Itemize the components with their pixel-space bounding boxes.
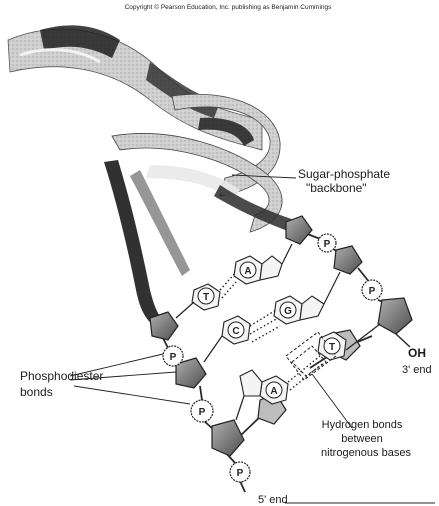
three-prime-end-label: 3' end [402, 364, 432, 376]
phosphate-1: P [318, 234, 336, 252]
sugar-4 [150, 312, 178, 340]
svg-text:P: P [237, 468, 244, 479]
bonds-label: bonds [20, 385, 53, 399]
sugar-6 [212, 420, 244, 456]
svg-text:P: P [170, 352, 177, 363]
sugar-2 [334, 246, 362, 274]
sugar-1 [286, 216, 312, 244]
base-c: C [228, 322, 244, 338]
sugar-phosphate-label: Sugar-phosphate [298, 167, 390, 181]
svg-text:T: T [329, 342, 335, 353]
phosphate-5: P [230, 462, 250, 482]
svg-text:G: G [284, 306, 292, 317]
svg-text:P: P [369, 286, 376, 297]
header-caption: Copyright © Pearson Education, Inc. publ… [125, 3, 333, 11]
phosphate-4: P [191, 400, 213, 422]
base-rings [192, 256, 346, 404]
svg-text:C: C [232, 326, 239, 337]
svg-text:T: T [203, 292, 209, 303]
phosphate-3: P [163, 346, 183, 366]
phosphate-2: P [362, 280, 382, 300]
phosphodiester-label: Phosphodiester [20, 369, 103, 383]
base-a-upper: A [240, 262, 256, 278]
base-t-upper: T [198, 288, 214, 304]
base-letters: A T G C T A [198, 262, 340, 398]
svg-text:P: P [324, 239, 331, 250]
base-g: G [280, 302, 296, 318]
base-t-lower: T [324, 338, 340, 354]
svg-text:A: A [244, 266, 251, 277]
five-prime-end-label: 5' end [258, 494, 288, 506]
between-label: between [341, 433, 383, 445]
nitrogenous-bases-label: nitrogenous bases [321, 447, 411, 459]
oh-label: OH [408, 346, 426, 360]
backbone-label: "backbone" [306, 181, 367, 195]
sugar-3 [378, 298, 412, 334]
svg-text:A: A [270, 386, 277, 397]
hydrogen-bonds-label: Hydrogen bonds [322, 419, 403, 431]
oh-bond [396, 334, 410, 347]
base-a-lower: A [266, 382, 282, 398]
svg-text:P: P [199, 407, 206, 418]
